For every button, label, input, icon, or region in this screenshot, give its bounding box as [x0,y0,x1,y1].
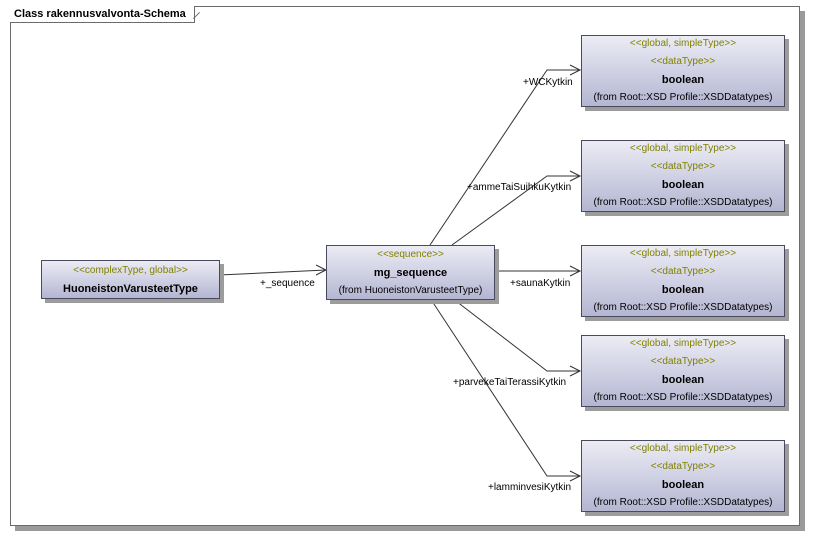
arrowhead-ammetaisuihkukytkin [569,170,582,182]
edge-wckytkin [429,69,580,246]
class-name: HuoneistonVarusteetType [63,282,198,295]
class-name: boolean [661,374,705,386]
class-boolean-3[interactable]: <<global, simpleType>> <<dataType>> bool… [581,245,785,317]
class-boolean-5[interactable]: <<global, simpleType>> <<dataType>> bool… [581,440,785,512]
role-label-sequence: +_sequence [260,278,315,289]
edge-ammetaisuihkukytkin [451,175,580,246]
arrowhead-parveketaiterassikytkin [569,365,582,377]
edge-sequence [218,269,327,276]
class-name: boolean [661,179,705,191]
class-name: boolean [661,74,705,86]
arrowhead-lamminvesikytkin [569,470,582,482]
role-label-saunakytkin: +saunaKytkin [510,278,571,289]
class-stereotype: <<global, simpleType>> [629,38,737,49]
class-origin: (from Root::XSD Profile::XSDDatatypes) [593,197,773,208]
class-stereotype: <<dataType>> [650,266,716,277]
class-origin: (from Root::XSD Profile::XSDDatatypes) [593,302,773,313]
class-origin: (from Root::XSD Profile::XSDDatatypes) [593,392,773,403]
role-label-wckytkin: +WCKytkin [523,77,573,88]
class-stereotype: <<complexType, global>> [73,264,188,276]
class-stereotype: <<dataType>> [650,161,716,172]
class-stereotype: <<global, simpleType>> [629,338,737,349]
class-stereotype: <<dataType>> [650,356,716,367]
class-stereotype: <<sequence>> [377,248,444,260]
class-stereotype: <<global, simpleType>> [629,443,737,454]
edge-lamminvesikytkin [429,297,580,477]
arrowhead-saunakytkin [569,265,582,277]
class-origin: (from Root::XSD Profile::XSDDatatypes) [593,497,773,508]
class-stereotype: <<dataType>> [650,461,716,472]
class-stereotype: <<global, simpleType>> [629,143,737,154]
arrowhead-wckytkin [569,64,582,76]
class-mg-sequence[interactable]: <<sequence>> mg_sequence (from Huoneisto… [326,245,495,300]
class-huoneistonvarusteettype[interactable]: <<complexType, global>> HuoneistonVarust… [41,260,220,299]
class-name: mg_sequence [373,266,448,279]
class-boolean-1[interactable]: <<global, simpleType>> <<dataType>> bool… [581,35,785,107]
role-label-parveketaiterassikytkin: +parvekeTaiTerassiKytkin [453,377,567,388]
class-stereotype: <<global, simpleType>> [629,248,737,259]
class-name: boolean [661,284,705,296]
class-boolean-2[interactable]: <<global, simpleType>> <<dataType>> bool… [581,140,785,212]
class-origin: (from Root::XSD Profile::XSDDatatypes) [593,92,773,103]
class-stereotype: <<dataType>> [650,56,716,67]
class-boolean-4[interactable]: <<global, simpleType>> <<dataType>> bool… [581,335,785,407]
edge-parveketaiterassikytkin [451,297,580,372]
role-label-lamminvesikytkin: +lamminvesiKytkin [488,482,572,493]
diagram-title: Class rakennusvalvonta-Schema [10,6,195,23]
role-label-ammetaisuihkukytkin: +ammeTaiSuihkuKytkin [467,182,572,193]
class-origin: (from HuoneistonVarusteetType) [338,284,483,296]
class-name: boolean [661,479,705,491]
